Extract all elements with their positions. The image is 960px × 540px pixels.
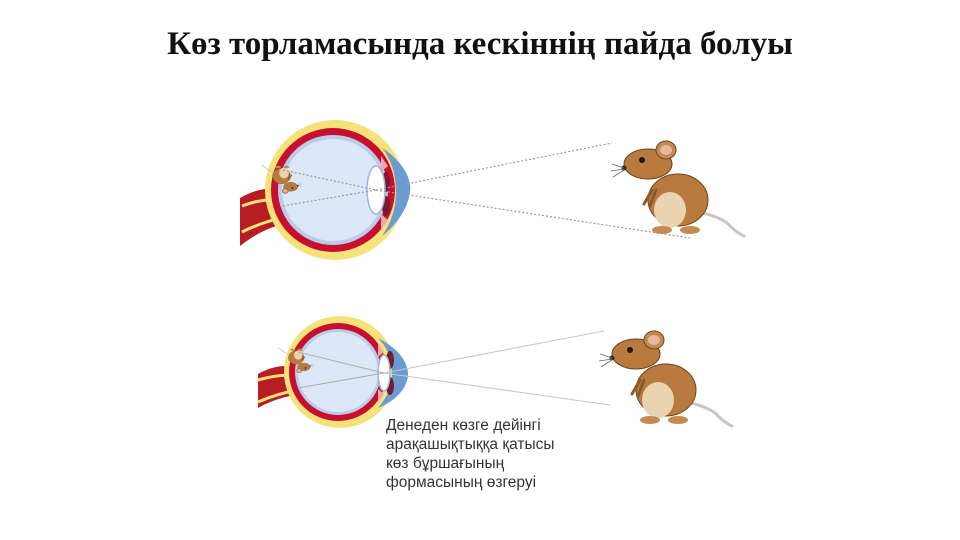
- caption-line: арақашықтыққа қатысы: [386, 436, 555, 453]
- caption-line: Денеден көзге дейінгі: [386, 417, 541, 434]
- cornea-top: [382, 148, 411, 236]
- mouse-icon: [609, 139, 746, 238]
- mouse-icon-bottom: [597, 329, 734, 428]
- top-eye: [240, 120, 411, 260]
- light-rays-top: [282, 142, 691, 239]
- light-rays-bottom: [297, 330, 611, 406]
- caption: Денеден көзге дейінгі арақашықтыққа қаты…: [386, 416, 626, 492]
- slide-title: Көз торламасында кескіннің пайда болуы: [167, 26, 793, 62]
- bottom-eye: [257, 316, 408, 428]
- caption-line: формасының өзгеруі: [386, 474, 537, 491]
- cornea-bottom: [378, 338, 408, 408]
- caption-line: көз бұршағының: [386, 455, 505, 472]
